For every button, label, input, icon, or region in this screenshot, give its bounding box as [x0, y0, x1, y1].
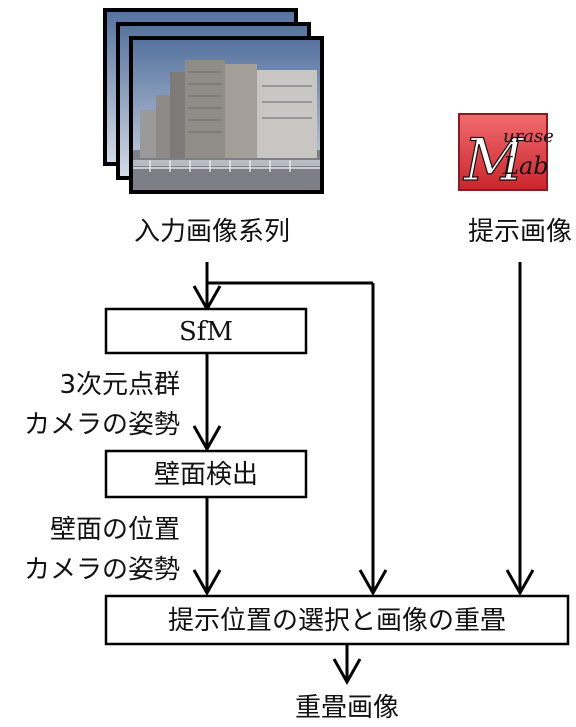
murase-lab-logo: M urase Lab	[458, 113, 554, 195]
flow-lines	[192, 262, 535, 686]
logo-text-lab: Lab	[502, 152, 549, 180]
sfm-output-label-points: 3次元点群	[59, 370, 180, 400]
select-overlay-box: 提示位置の選択と画像の重畳	[104, 594, 570, 646]
select-overlay-box-label: 提示位置の選択と画像の重畳	[168, 606, 506, 636]
wall-output-label-position: 壁面の位置	[50, 515, 180, 545]
logo-letter-m: M	[463, 126, 525, 194]
output-image-label: 重畳画像	[295, 693, 399, 723]
wall-detection-box-label: 壁面検出	[154, 460, 258, 490]
input-sequence-label: 入力画像系列	[134, 217, 290, 247]
wall-output-label-pose: カメラの姿勢	[24, 555, 180, 585]
sfm-box-label: SfM	[179, 317, 233, 347]
logo-text-urase: urase	[503, 126, 554, 147]
overlay-image-label: 提示画像	[468, 217, 572, 247]
wall-detection-box: 壁面検出	[104, 449, 308, 499]
sfm-output-label-pose: カメラの姿勢	[24, 410, 180, 440]
input-image-stack	[103, 8, 324, 194]
sfm-box: SfM	[104, 307, 308, 355]
input-image-front	[129, 36, 324, 194]
